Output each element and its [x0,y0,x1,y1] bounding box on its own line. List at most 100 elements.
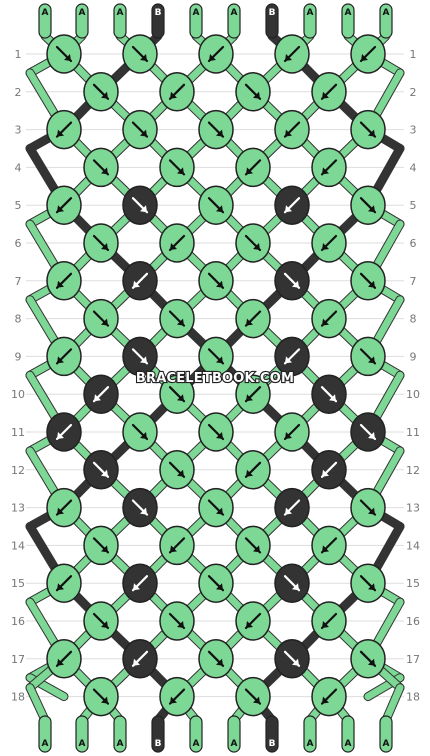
arrow-head [253,91,260,99]
strand-tab [341,715,355,753]
arrow-head [246,318,253,326]
arrow-down-right-icon [92,83,110,100]
arrow-head [101,469,108,477]
arrow-head [292,583,299,591]
arrow-head [57,129,64,137]
row-number-left: 7 [15,275,22,288]
arrow-down-left-icon [131,575,149,592]
arrow-head [64,54,71,61]
strand-letter: A [79,739,86,749]
arrow-down-left-icon [244,461,262,478]
arrow-down-right-icon [244,537,262,554]
arrow-head [368,356,375,364]
arrow-head [170,91,177,99]
arrow-down-left-icon [320,310,338,327]
strand-tab [303,715,317,753]
arrow-head [57,432,64,439]
arrow-head [216,129,223,137]
arrow-head [177,167,184,175]
arrow-head [216,507,223,515]
arrow-head [140,54,147,61]
top-strand-4: B [151,3,165,39]
strand-tab [113,3,127,39]
strand-tab [189,715,203,753]
arrow-down-right-icon [92,310,110,327]
arrow-head [322,696,329,704]
strand-segment [382,684,404,724]
strand-letter: A [42,8,49,18]
arrow-head [57,280,64,288]
arrow-down-left-icon [320,234,338,252]
strand-tab [151,715,165,753]
arrow-head [322,243,329,250]
arrow-head [368,507,375,515]
arrow-head [140,356,147,364]
row-number-left: 14 [11,539,25,552]
arrow-down-right-icon [283,575,301,592]
arrow-down-left-icon [55,650,73,667]
arrow-head [292,280,299,288]
row-number-left: 12 [11,464,25,477]
arrow-head [216,432,223,439]
arrow-down-right-icon [359,575,377,592]
arrow-down-right-icon [207,499,225,516]
arrow-head [368,432,375,439]
strand-letter: A [383,8,390,18]
row-number-right: 17 [406,653,420,666]
row-number-right: 16 [406,615,420,628]
arrow-head [246,394,253,402]
row-number-right: 6 [410,237,417,250]
strand-letter: A [79,8,86,18]
arrow-down-left-icon [168,688,186,705]
arrow-down-left-icon [55,423,73,441]
arrow-head [246,167,253,175]
arrow-head [368,583,375,591]
arrow-down-left-icon [55,121,73,138]
arrow-down-right-icon [244,688,262,705]
arrow-down-left-icon [168,537,186,554]
arrow-head [368,658,375,666]
arrow-down-right-icon [359,650,377,667]
arrow-head [253,696,260,704]
arrow-head [140,432,147,439]
arrow-head [285,432,292,439]
arrow-down-left-icon [55,348,73,365]
row-number-left: 4 [15,161,22,174]
arrow-down-right-icon [207,423,225,441]
arrow-head [101,621,108,628]
bottom-strand-4: B [151,715,165,753]
arrow-head [322,91,329,99]
strand-tab [75,3,89,39]
strand-letter: A [345,8,352,18]
arrow-down-right-icon [168,159,186,176]
arrow-down-right-icon [207,272,225,289]
arrow-head [322,318,329,326]
arrow-head [285,507,292,515]
strand-tab [379,715,393,753]
knot-grid [46,34,386,717]
arrow-down-left-icon [283,423,301,441]
arrow-down-right-icon [207,121,225,138]
arrow-head [285,205,292,213]
arrow-down-right-icon [359,197,377,214]
arrow-down-left-icon [55,499,73,516]
arrow-head [177,469,184,477]
strand-letter: A [231,739,238,749]
arrow-down-left-icon [283,499,301,516]
arrow-down-left-icon [168,234,186,252]
arrow-down-right-icon [207,197,225,214]
bottom-strand-3: A [113,715,127,753]
arrow-down-left-icon [320,83,338,100]
arrow-down-right-icon [131,121,149,138]
arrow-down-left-icon [55,197,73,214]
row-number-right: 3 [410,124,417,137]
row-number-right: 15 [406,577,420,590]
strand-tab [227,3,241,39]
row-number-right: 9 [410,350,417,363]
strand-letter: B [269,8,276,18]
bottom-strand-7: B [265,715,279,753]
top-strand-3: A [113,3,127,39]
bottom-strand-10: A [379,715,393,753]
